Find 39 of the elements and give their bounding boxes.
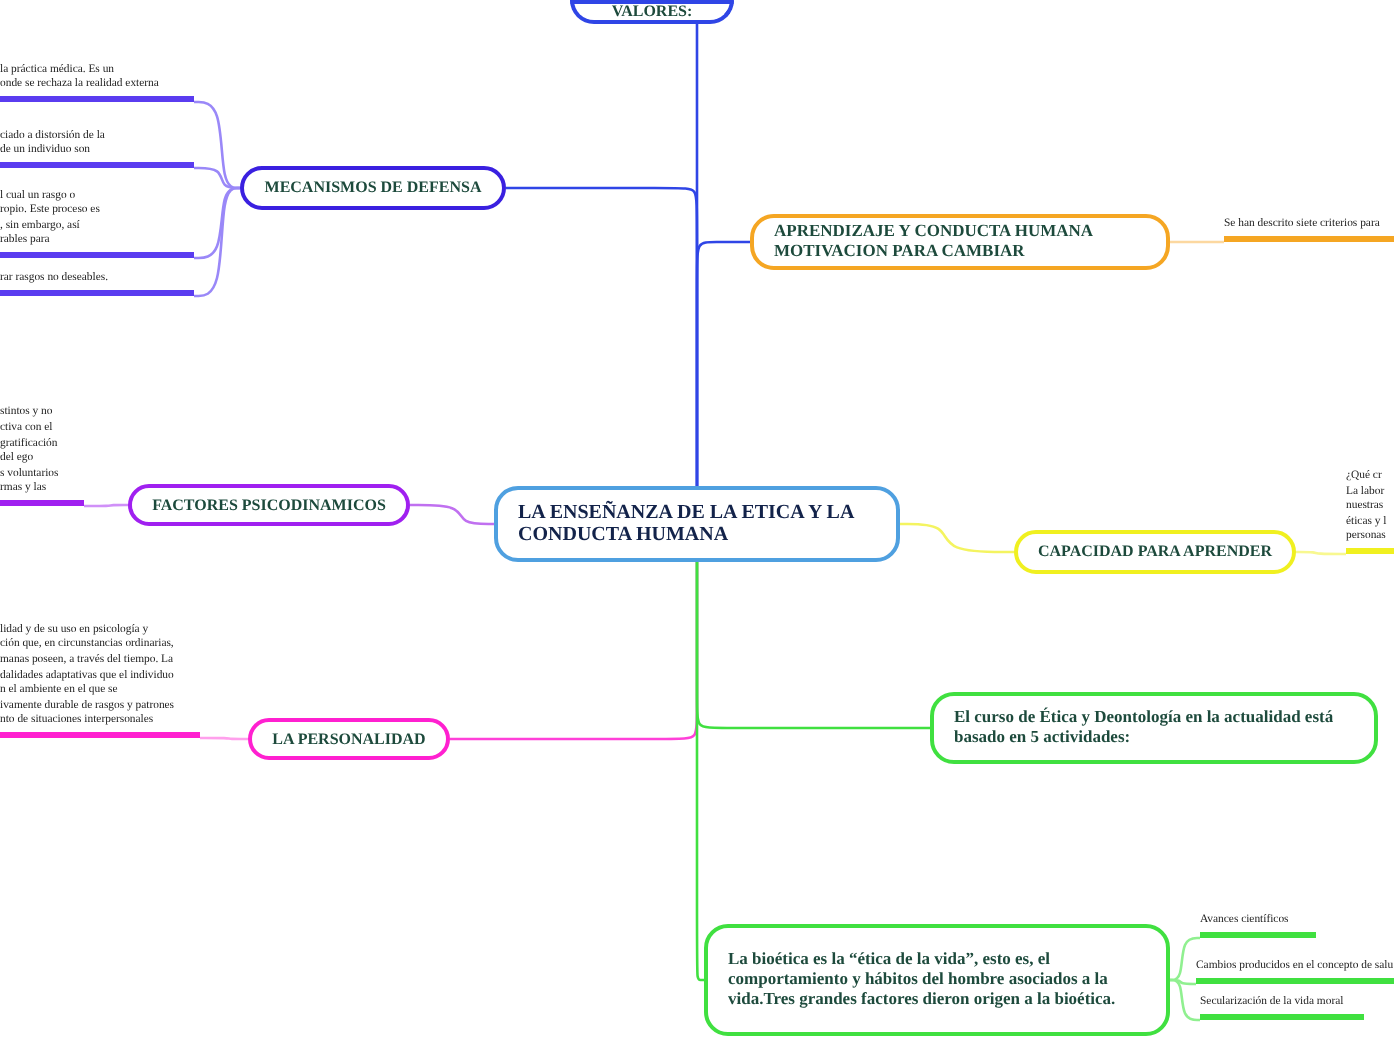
topic-box [750,214,1170,270]
subtopic-line [1200,1000,1364,1020]
topic-text: APRENDIZAJE Y CONDUCTA HUMANA MOTIVACION PARA CAMBIAR [774,222,1095,262]
connector-line [410,503,494,526]
subtopic-line [0,274,194,296]
central-topic [494,486,900,562]
topic-box [930,692,1378,764]
topic-text: LA ENSEÑANZA DE LA ETICA Y LA CONDUCTA HUMANA [518,501,857,547]
connector-line [1170,978,1200,1022]
topic-box [704,924,1170,1036]
topic-box [128,484,410,526]
subtopic-line [1346,468,1394,554]
connector-line [194,186,240,298]
topic-box [240,166,506,210]
connector-line [194,100,240,190]
topic-text: FACTORES PSICODINAMICOS [150,495,388,515]
subtopic-line [0,190,194,258]
connector-line [1170,240,1224,244]
subtopic-line [1224,220,1394,242]
connector-line [200,736,248,741]
subtopic-line [1196,964,1394,984]
connector-line [900,522,1014,554]
connector-line [695,240,750,486]
topic-text: La bioética es la “ética de la vida”, esto es, el comportamiento y hábitos del hombre asociados a la vida.Tres grandes factores dieron origen a la bioética. [728,950,1118,1010]
topic-text: VALORES: [609,2,695,22]
subtopic-line [0,60,194,102]
topic-text: CAPACIDAD PARA APRENDER [1035,542,1275,562]
connector-line [695,562,705,982]
topic-box [1014,530,1296,574]
connector-line [1170,978,1196,986]
topic-text: LA PERSONALIDAD [270,729,428,749]
topic-text: El curso de Ética y Deontología en la actualidad está basado en 5 actividades: [954,708,1336,748]
topic-box [570,0,734,24]
connector-line [84,503,128,508]
topic-box [248,718,450,760]
subtopic-line [1200,918,1316,938]
topic-text: MECANISMOS DE DEFENSA [262,178,484,198]
connector-line [1296,550,1346,556]
connector-line [1170,936,1200,982]
